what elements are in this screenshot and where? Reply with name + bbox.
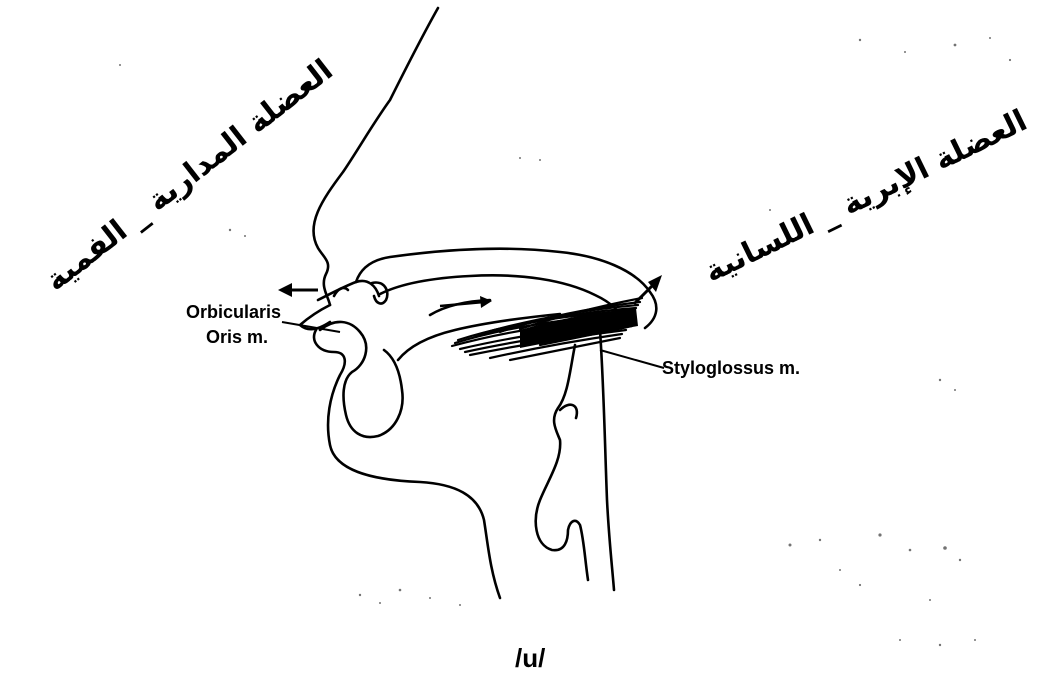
epiglottis xyxy=(560,405,577,418)
lip-arrow xyxy=(278,283,318,297)
lip-detail xyxy=(334,288,348,296)
lower-jaw-inner xyxy=(320,322,403,437)
tongue-root xyxy=(536,345,588,580)
orbicularis-label-line1: Orbicularis xyxy=(186,302,281,322)
styloglossus-leader xyxy=(600,350,664,368)
phoneme-label: /u/ xyxy=(515,643,545,673)
lower-lip-chin xyxy=(314,330,500,598)
arabic-label-orbicularis: العضلة المدارية _ الفمية xyxy=(39,53,340,299)
pharynx-posterior-wall xyxy=(600,330,614,590)
arabic-label-styloglossus: العضلة الإبرية _ اللسانية xyxy=(699,103,1033,290)
orbicularis-label-line2: Oris m. xyxy=(206,327,268,347)
styloglossus-label: Styloglossus m. xyxy=(662,358,800,378)
